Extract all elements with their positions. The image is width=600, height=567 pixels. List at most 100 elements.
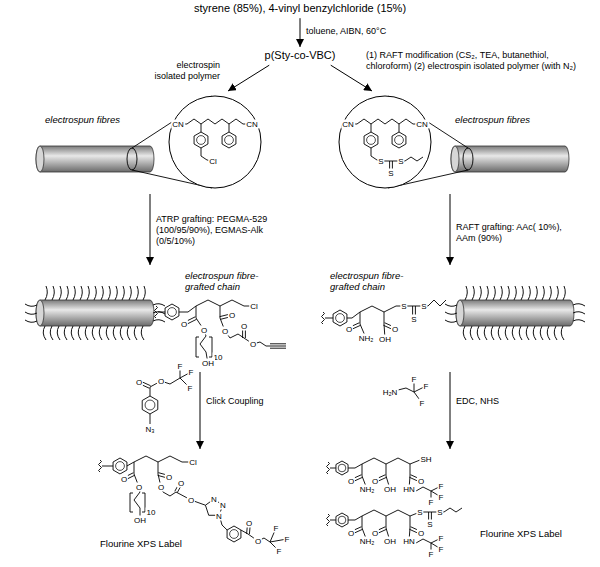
polymer-backbone — [187, 119, 243, 124]
grafted-chain-hair — [115, 286, 117, 300]
triple-bond — [270, 346, 286, 347]
polymer-text: p(Sty-co-VBC) — [262, 48, 339, 63]
grafted-chain-hair — [73, 286, 75, 300]
atom-label: OH — [201, 359, 215, 368]
bond-line — [410, 464, 411, 476]
grafted-chain-hair — [573, 320, 585, 322]
atom-label: F — [177, 362, 184, 371]
triple-bond — [270, 348, 286, 349]
grafted-chain-hair — [25, 312, 37, 314]
node-label: Flourine XPS Label — [480, 528, 562, 539]
atom-label: F — [428, 498, 435, 507]
atom-label: O — [245, 519, 253, 528]
atom-label: F — [419, 399, 426, 408]
atom-label: S — [410, 315, 417, 324]
attachment-bond — [322, 312, 325, 324]
bond-line — [134, 462, 135, 474]
atom-label: O — [135, 483, 143, 492]
aromatic-circle — [116, 462, 125, 471]
grafted-chain-hair — [484, 326, 487, 340]
benzene-ring — [227, 526, 241, 542]
atom-label: F — [438, 493, 445, 502]
grafted-chain-hair — [71, 326, 74, 340]
attachment-bond — [327, 462, 330, 474]
atom-label: S — [420, 302, 427, 311]
reaction-arrow — [300, 18, 301, 47]
grafted-fibre: electrospun fibre-grafted chain — [30, 266, 302, 370]
atom-label: F — [438, 545, 445, 554]
bond-line — [384, 312, 385, 324]
node-label: styrene (85%), 4-vinyl benzylchloride (1… — [194, 2, 406, 15]
triple-bond — [270, 343, 286, 344]
aromatic-circle — [336, 314, 345, 323]
atom-label: O — [371, 529, 379, 538]
reaction-condition: RAFT grafting: AAc( 10%), AAm (90%) — [456, 222, 568, 244]
grafted-chain-hair — [108, 286, 110, 300]
atom-label: SH — [419, 455, 432, 464]
atom-label: F — [438, 482, 445, 491]
grafted-chain-hair — [153, 304, 165, 306]
atom-label: O — [240, 322, 248, 331]
bond-line — [201, 124, 202, 132]
atom-label: CN — [245, 120, 259, 129]
fibre-end — [456, 300, 464, 326]
grafted-chain-hair — [113, 326, 116, 340]
bond-line — [362, 464, 363, 476]
grafted-chain-hair — [486, 286, 488, 300]
attachment-bond — [155, 306, 158, 318]
aromatic-circle — [230, 530, 239, 539]
grafted-chain-hair — [521, 286, 523, 300]
grafted-chain-hair — [66, 286, 68, 300]
grafted-chain-hair — [472, 286, 474, 300]
grafted-chain-hair — [92, 326, 95, 340]
grafted-chain-hair — [505, 326, 508, 340]
atom-label: F — [187, 384, 194, 393]
grafted-chain-hair — [556, 286, 558, 300]
fibre-end — [36, 146, 44, 172]
atom-label: O — [228, 311, 236, 320]
grafted-chain-hair — [101, 286, 103, 300]
grafted-chain-hair — [64, 326, 67, 340]
atom-label: NH₂ — [359, 537, 376, 546]
atom-label: S — [416, 508, 423, 517]
grafted-chain-hair — [127, 326, 130, 340]
grafted-chain-hair — [542, 286, 544, 300]
benzene-ring — [392, 132, 406, 148]
grafted-chain-hair — [498, 326, 501, 340]
polymer-backbone — [179, 300, 254, 312]
polymer-backbone — [357, 119, 413, 124]
atom-label: CN — [415, 120, 429, 129]
attachment-bond — [327, 514, 330, 526]
aromatic-circle — [145, 400, 155, 410]
attachment-bond — [99, 460, 102, 472]
grafted-chain-hair — [573, 312, 585, 314]
reaction-condition: EDC, NHS — [456, 396, 499, 407]
atom-label: Cl — [208, 157, 218, 166]
grafted-chain-hair — [533, 326, 536, 340]
reaction-condition: (1) RAFT modification (CS₂, TEA, butanet… — [366, 50, 588, 72]
zoom-circle — [169, 96, 261, 188]
atom-label: OH — [383, 485, 397, 494]
grafted-chain-hair — [106, 326, 109, 340]
atom-label: O — [177, 479, 185, 488]
atom-label: O — [165, 473, 173, 482]
bond-line — [325, 318, 333, 319]
node-label: electrospun fibre-grafted chain — [185, 270, 285, 293]
grafted-chain-hair — [535, 286, 537, 300]
benzene-ring — [336, 513, 348, 527]
grafted-chain-hair — [52, 286, 54, 300]
grafted-chain-hair — [445, 312, 457, 314]
repeat-bracket — [130, 493, 133, 512]
grafted-chain-hair — [514, 286, 516, 300]
grafted-chain-hair — [500, 286, 502, 300]
atom-label: O — [221, 327, 229, 336]
atom-label: S — [377, 157, 384, 166]
bond-line — [158, 462, 159, 474]
benzene-ring — [364, 132, 378, 148]
bond-line — [371, 124, 372, 132]
atom-label: F — [411, 375, 418, 384]
grafted-chain-hair — [573, 304, 585, 306]
grafted-chain-hair — [122, 286, 124, 300]
repeat-bracket — [142, 493, 145, 512]
